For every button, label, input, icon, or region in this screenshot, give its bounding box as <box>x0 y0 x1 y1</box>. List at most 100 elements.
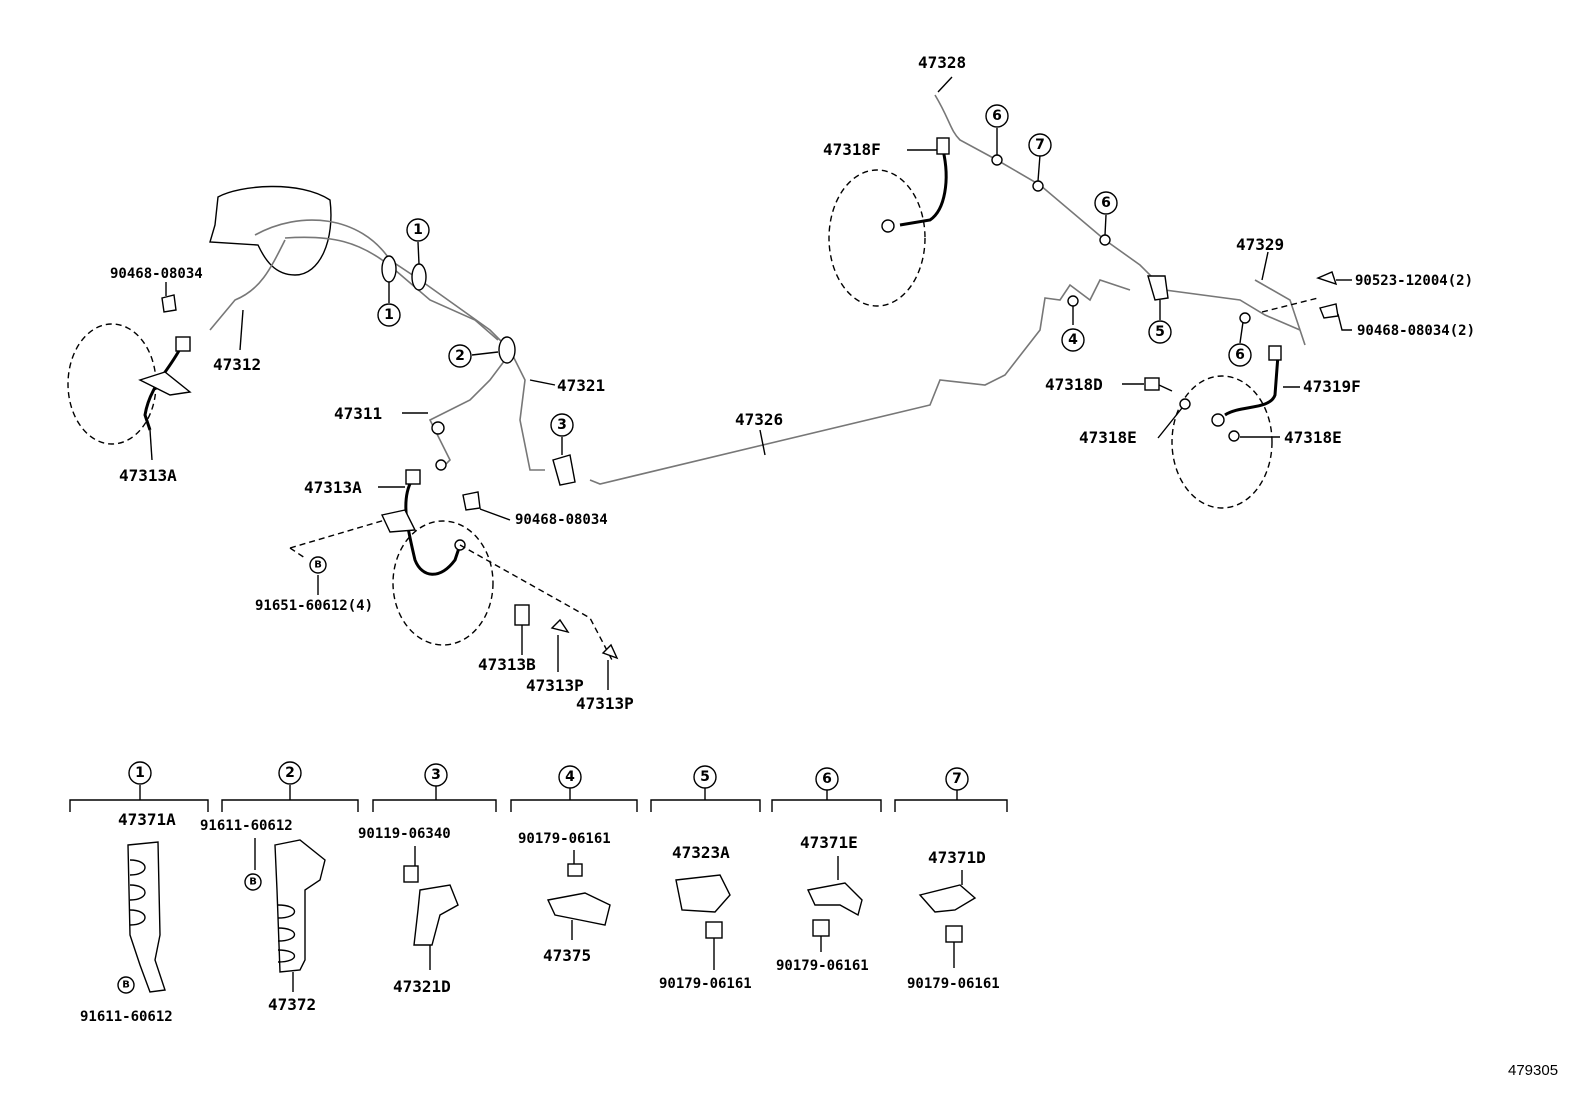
legend-3-part-a: 90119-06340 <box>358 826 451 842</box>
callout-6-middle: 6 <box>1101 195 1111 211</box>
nut-90179-6 <box>812 919 830 937</box>
nut-90179-5 <box>705 921 723 939</box>
legend-3-part-b: 47321D <box>393 977 451 996</box>
legend-num-7: 7 <box>952 771 962 787</box>
nut-47318E-b <box>1228 430 1240 442</box>
legend-num-1: 1 <box>135 765 145 781</box>
nut-47318E-a <box>1179 398 1191 410</box>
clamp-marker-6c <box>1239 312 1251 324</box>
svg-text:B: B <box>249 877 257 888</box>
label-47313B: 47313B <box>478 655 536 674</box>
clip-90468-left <box>161 294 177 313</box>
legend-num-3: 3 <box>431 767 441 783</box>
nut-47313P-a <box>550 618 570 634</box>
label-90523-12004: 90523-12004(2) <box>1355 273 1473 289</box>
figure-number: 479305 <box>1508 1062 1558 1079</box>
bolt-47313B <box>514 604 530 626</box>
clamp-47375 <box>546 892 611 926</box>
clamp-1b <box>411 263 427 291</box>
clamp-47371A <box>127 841 166 993</box>
clamp-47371D <box>918 884 977 913</box>
svg-text:B: B <box>122 980 130 991</box>
callout-2: 2 <box>455 348 465 364</box>
brake-pipe-47311 <box>428 359 506 471</box>
callout-3: 3 <box>557 417 567 433</box>
callout-1-bottom: 1 <box>384 307 394 323</box>
label-47313A-left: 47313A <box>119 466 177 485</box>
brake-pipe-47321 <box>254 219 545 471</box>
legend-2-part-b: 47372 <box>268 995 316 1014</box>
long-pipe <box>589 279 1131 485</box>
bolt-90119 <box>403 865 419 883</box>
three-way-junction <box>552 454 576 486</box>
clip-90468-right <box>1319 303 1339 319</box>
clamp-marker-6b <box>1099 234 1111 246</box>
brake-pipe-47328 <box>934 94 1301 331</box>
brake-hose-47319F <box>1224 354 1280 417</box>
legend-num-6: 6 <box>822 771 832 787</box>
label-47318E-right: 47318E <box>1284 428 1342 447</box>
callout-6-top: 6 <box>992 108 1002 124</box>
junction-fitting-47323A <box>1147 275 1169 301</box>
legend-2-part-a: 91611-60612 <box>200 818 293 834</box>
label-47318F: 47318F <box>823 140 881 159</box>
legend-6-part-b: 90179-06161 <box>776 958 869 974</box>
label-47329: 47329 <box>1236 235 1284 254</box>
label-91651-60612: 91651-60612(4) <box>255 598 373 614</box>
bracket-47372 <box>274 839 326 973</box>
label-90468-08034-right: 90468-08034(2) <box>1357 323 1475 339</box>
label-47326: 47326 <box>735 410 783 429</box>
legend-4-part-b: 47375 <box>543 946 591 965</box>
legend-num-4: 4 <box>565 769 575 785</box>
right-rear-assembly <box>828 76 1352 509</box>
brake-drum-outline-right <box>1171 375 1273 509</box>
legend-5-part-a: 47323A <box>672 843 730 862</box>
callouts: 1 1 2 3 4 5 6 6 6 7 B <box>309 104 1252 574</box>
hose-end-fitting <box>936 137 950 155</box>
brake-disc-outline-center <box>392 520 494 646</box>
clamp-47321D <box>413 884 459 946</box>
brake-pipe-47326 <box>589 279 1131 485</box>
callout-6-right: 6 <box>1235 347 1245 363</box>
legend-7-part-b: 90179-06161 <box>907 976 1000 992</box>
front-center-assembly <box>289 469 619 690</box>
label-47313A-center: 47313A <box>304 478 362 497</box>
brake-hose-47318F <box>899 149 948 227</box>
master-cylinder <box>209 185 332 276</box>
clamp-legend: 1 2 3 4 5 6 7 47371A B 91611-60612 91611… <box>69 761 1008 1025</box>
clip-90468-center <box>462 491 481 511</box>
label-90468-08034-center: 90468-08034 <box>515 512 608 528</box>
brake-pipe-47312 <box>209 239 286 331</box>
junction-47323A <box>675 874 731 913</box>
label-90468-08034-left: 90468-08034 <box>110 266 203 282</box>
legend-5-part-b: 90179-06161 <box>659 976 752 992</box>
hose-fitting <box>881 219 895 233</box>
bolt-47318D <box>1144 377 1160 391</box>
label-47328: 47328 <box>918 53 966 72</box>
brake-drum-outline-upper <box>828 169 926 307</box>
clamp-1a <box>381 255 397 283</box>
brake-disc-outline-left <box>67 323 157 445</box>
label-47313P-b: 47313P <box>576 694 634 713</box>
brake-hose-47313A-center <box>404 479 462 576</box>
clamp-marker-7 <box>1032 180 1044 192</box>
clamp-47371E <box>806 882 863 917</box>
label-47318D: 47318D <box>1045 375 1103 394</box>
clamp-marker-6a <box>991 154 1003 166</box>
label-47321: 47321 <box>557 376 605 395</box>
callout-4: 4 <box>1068 332 1078 348</box>
callout-5: 5 <box>1155 324 1165 340</box>
clamp-2 <box>498 336 516 364</box>
part-labels: 47328 47318F 47329 90523-12004(2) 90468-… <box>110 53 1475 713</box>
label-47311: 47311 <box>334 404 382 423</box>
legend-num-5: 5 <box>700 769 710 785</box>
nut-90179-4 <box>567 863 583 877</box>
label-47318E-left: 47318E <box>1079 428 1137 447</box>
label-47319F: 47319F <box>1303 377 1361 396</box>
clip-90523 <box>1316 271 1338 286</box>
front-left-assembly <box>67 323 192 461</box>
legend-1-part-a: 47371A <box>118 810 176 829</box>
bolt-marker-B: B <box>314 560 322 571</box>
legend-6-part-a: 47371E <box>800 833 858 852</box>
